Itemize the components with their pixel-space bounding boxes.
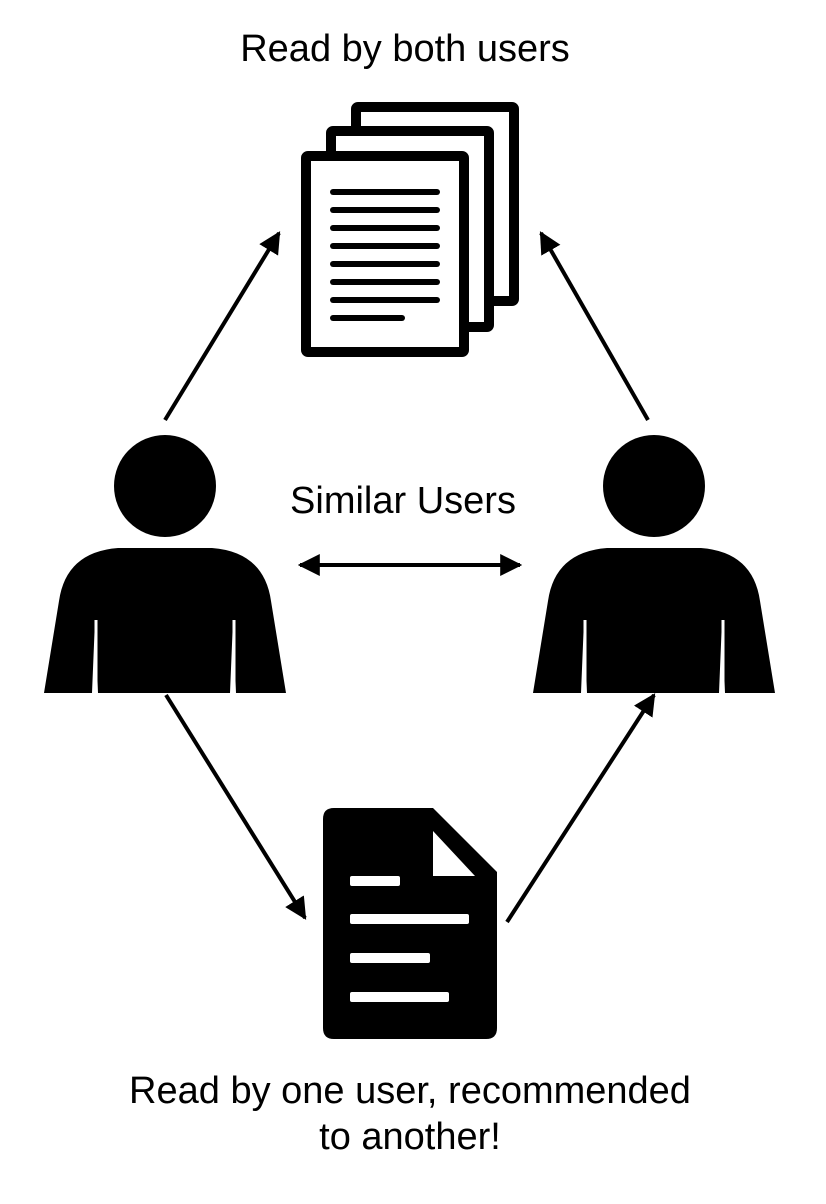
right-user-to-documents-arrow xyxy=(539,231,650,421)
right-user-icon xyxy=(533,435,775,693)
document-to-right-user-arrow xyxy=(505,693,656,924)
recommendation-label-line-1: Read by one user, recommended xyxy=(129,1070,691,1112)
recommended-document-icon xyxy=(323,808,497,1039)
recommendation-label-line-2: to another! xyxy=(319,1116,501,1158)
similar-users-label: Similar Users xyxy=(290,480,516,522)
shared-documents-label: Read by both users xyxy=(240,28,570,70)
document-stack-icon xyxy=(301,102,519,357)
recommendation-label: Read by one user, recommended to another… xyxy=(0,1068,820,1160)
left-user-icon xyxy=(44,435,286,693)
left-user-to-document-arrow xyxy=(164,693,307,920)
left-user-to-documents-arrow xyxy=(163,231,281,422)
